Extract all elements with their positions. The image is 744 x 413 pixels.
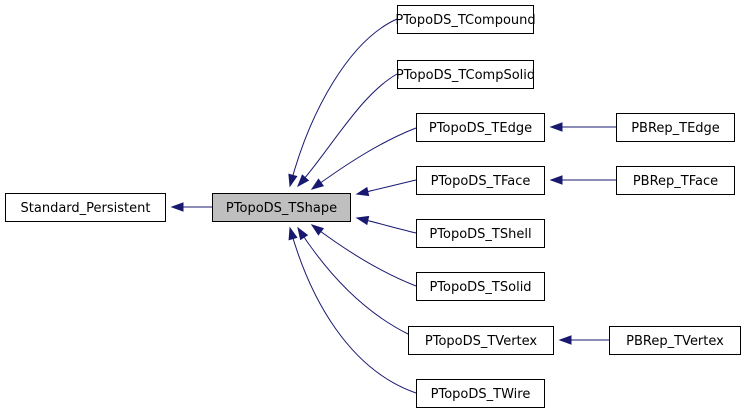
node-box (616, 166, 735, 195)
node-label: PBRep_TFace (633, 174, 718, 189)
arrowhead-icon (549, 122, 563, 132)
edge-ptcompound-to-ptshape (288, 18, 398, 188)
node-label: PTopoDS_TShell (429, 227, 531, 242)
node-label: PTopoDS_TEdge (429, 121, 532, 136)
node-box (416, 113, 545, 142)
node-ptwire[interactable]: PTopoDS_TWire (416, 379, 545, 408)
node-box (416, 379, 545, 408)
edge-ptshell-to-ptshape (355, 215, 417, 234)
node-ptshell[interactable]: PTopoDS_TShell (416, 219, 545, 248)
node-label: PTopoDS_TShape (226, 201, 337, 216)
arrowhead-icon (288, 226, 298, 241)
node-standard_persistent[interactable]: Standard_Persistent (5, 193, 166, 222)
node-ptcompound[interactable]: PTopoDS_TCompound (395, 5, 536, 34)
edge-ptcompsolid-to-ptshape (297, 73, 398, 188)
edge-line (297, 73, 398, 187)
node-ptvertex[interactable]: PTopoDS_TVertex (408, 326, 554, 355)
node-ptedge[interactable]: PTopoDS_TEdge (416, 113, 545, 142)
node-box (397, 60, 534, 89)
node-pbface[interactable]: PBRep_TFace (616, 166, 735, 195)
node-ptshape[interactable]: PTopoDS_TShape (212, 193, 351, 222)
edge-line (297, 227, 409, 335)
node-box (408, 326, 554, 355)
edge-pbvertex-to-ptvertex (558, 335, 609, 345)
arrowhead-icon (297, 174, 310, 188)
edge-line (289, 227, 417, 394)
node-label: PTopoDS_TFace (431, 174, 531, 189)
arrowhead-icon (355, 186, 370, 197)
node-label: PTopoDS_TCompound (395, 13, 535, 28)
edge-line (289, 18, 398, 187)
node-box (5, 193, 166, 222)
node-box (609, 326, 741, 355)
node-box (416, 272, 545, 301)
edge-ptface-to-ptshape (355, 179, 417, 197)
edge-pbedge-to-ptedge (549, 122, 616, 132)
arrowhead-icon (355, 215, 370, 226)
node-box (397, 5, 534, 34)
arrowhead-icon (170, 202, 184, 212)
node-ptface[interactable]: PTopoDS_TFace (416, 166, 545, 195)
edge-ptvertex-to-ptshape (297, 226, 409, 335)
arrowhead-icon (558, 335, 572, 345)
edge-ptwire-to-ptshape (288, 226, 417, 394)
node-label: PTopoDS_TVertex (425, 334, 538, 349)
edge-pbface-to-ptface (549, 175, 616, 185)
node-box (416, 219, 545, 248)
edge-ptsolid-to-ptshape (310, 224, 417, 287)
arrowhead-icon (288, 173, 298, 188)
arrowhead-icon (549, 175, 563, 185)
node-label: PTopoDS_TWire (431, 387, 531, 402)
node-box (616, 113, 735, 142)
arrowhead-icon (310, 224, 325, 236)
node-label: PBRep_TVertex (626, 334, 724, 349)
node-label: PTopoDS_TSolid (429, 280, 531, 295)
node-pbvertex[interactable]: PBRep_TVertex (609, 326, 741, 355)
node-box (212, 193, 351, 222)
arrowhead-icon (310, 178, 325, 190)
node-pbedge[interactable]: PBRep_TEdge (616, 113, 735, 142)
node-ptsolid[interactable]: PTopoDS_TSolid (416, 272, 545, 301)
node-label: PTopoDS_TCompSolid (396, 68, 535, 83)
edge-line (311, 127, 417, 190)
edges-layer (170, 18, 616, 394)
edge-ptedge-to-ptshape (310, 127, 417, 190)
arrowhead-icon (297, 226, 309, 241)
edge-line (311, 224, 417, 287)
node-label: Standard_Persistent (21, 201, 151, 216)
node-ptcompsolid[interactable]: PTopoDS_TCompSolid (396, 60, 535, 89)
edge-ptshape-to-standard_persistent (170, 202, 212, 212)
node-label: PBRep_TEdge (631, 121, 720, 136)
node-box (416, 166, 545, 195)
